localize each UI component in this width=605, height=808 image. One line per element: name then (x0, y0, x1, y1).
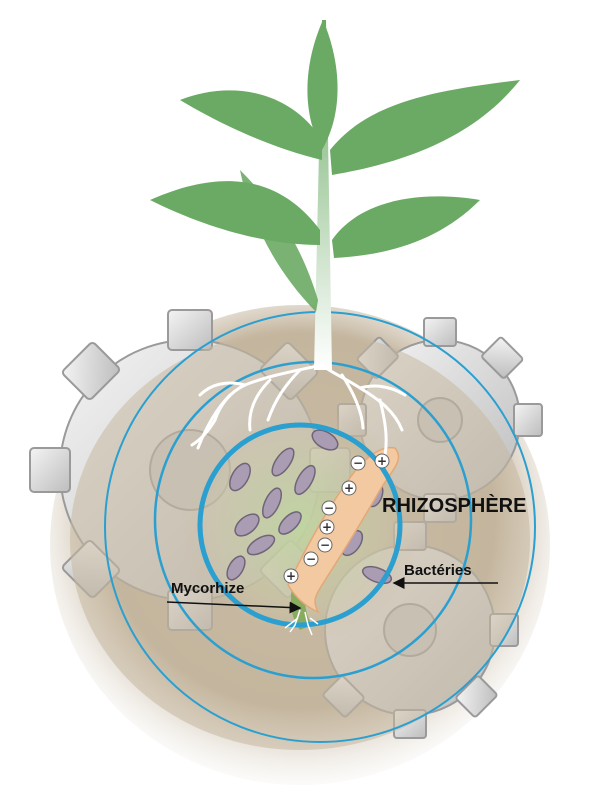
ion-circle (319, 519, 335, 535)
plant-icon (150, 20, 520, 312)
mycorrhiza-filaments (284, 609, 319, 636)
ion-circle (341, 480, 357, 496)
ion-icon: + (319, 519, 335, 535)
plant-roots (190, 363, 407, 457)
ion-icon: + (374, 453, 390, 469)
ion-icon: + (283, 568, 299, 584)
arrow-icon (166, 601, 302, 614)
mycorhize-label: Mycorhize (171, 580, 244, 597)
ion-sign: − (353, 456, 363, 470)
ion-icon: − (321, 500, 337, 516)
ion-icon: − (317, 537, 333, 553)
rhizosphere-label: RHIZOSPHÈRE (382, 494, 526, 517)
ion-circle (374, 453, 390, 469)
ion-sign: − (306, 552, 316, 566)
ion-group: −++−+−−+ (283, 453, 390, 584)
ion-sign: + (322, 520, 332, 534)
ion-icon: + (341, 480, 357, 496)
ion-circle (283, 568, 299, 584)
ion-sign: + (344, 481, 354, 495)
bacteries-label: Bactéries (404, 562, 472, 579)
rhizosphere-rings (104, 311, 536, 743)
ion-icon: − (350, 455, 366, 471)
ion-sign: − (324, 501, 334, 515)
ion-sign: + (286, 569, 296, 583)
ion-sign: + (377, 454, 387, 468)
ion-circle (317, 537, 333, 553)
ion-circle (321, 500, 337, 516)
ion-icon: − (303, 551, 319, 567)
ion-circle (303, 551, 319, 567)
ion-circle (350, 455, 366, 471)
ion-sign: − (320, 538, 330, 552)
